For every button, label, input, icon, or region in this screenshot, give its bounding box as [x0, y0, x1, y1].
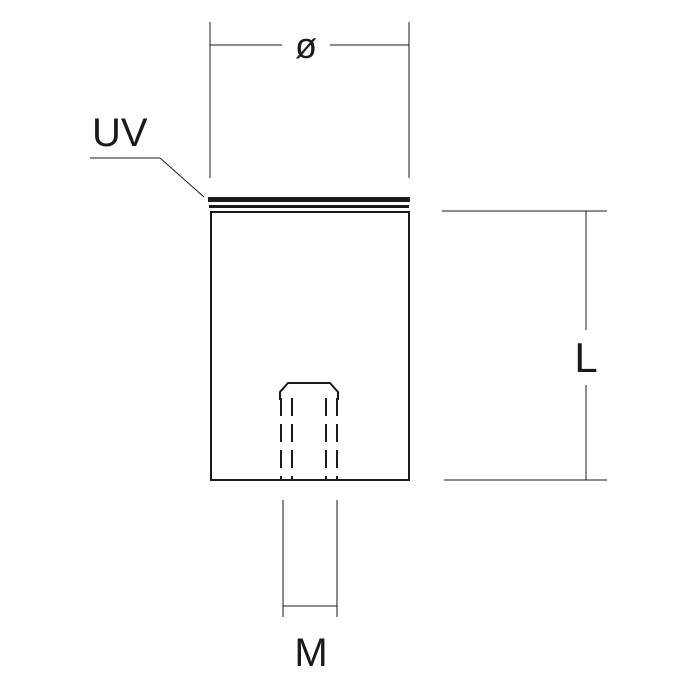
- thread-dimension: M: [282, 500, 338, 675]
- length-label: L: [574, 334, 597, 381]
- bore-top-chamfer: [279, 382, 339, 400]
- threaded-bore: [279, 382, 339, 480]
- length-dimension: L: [442, 210, 607, 481]
- uv-label: UV: [92, 111, 148, 155]
- thread-label: M: [294, 631, 327, 675]
- coating-band-upper: [208, 197, 410, 202]
- cylinder-outline: [210, 211, 410, 481]
- diameter-label: ø: [295, 25, 317, 66]
- diameter-dimension: ø: [209, 22, 410, 178]
- uv-coating-layer: [208, 197, 410, 208]
- uv-leader-diagonal: [159, 157, 205, 198]
- coating-band-lower: [209, 205, 409, 208]
- uv-coating-callout: UV: [90, 111, 205, 198]
- cylinder-body: [210, 211, 410, 481]
